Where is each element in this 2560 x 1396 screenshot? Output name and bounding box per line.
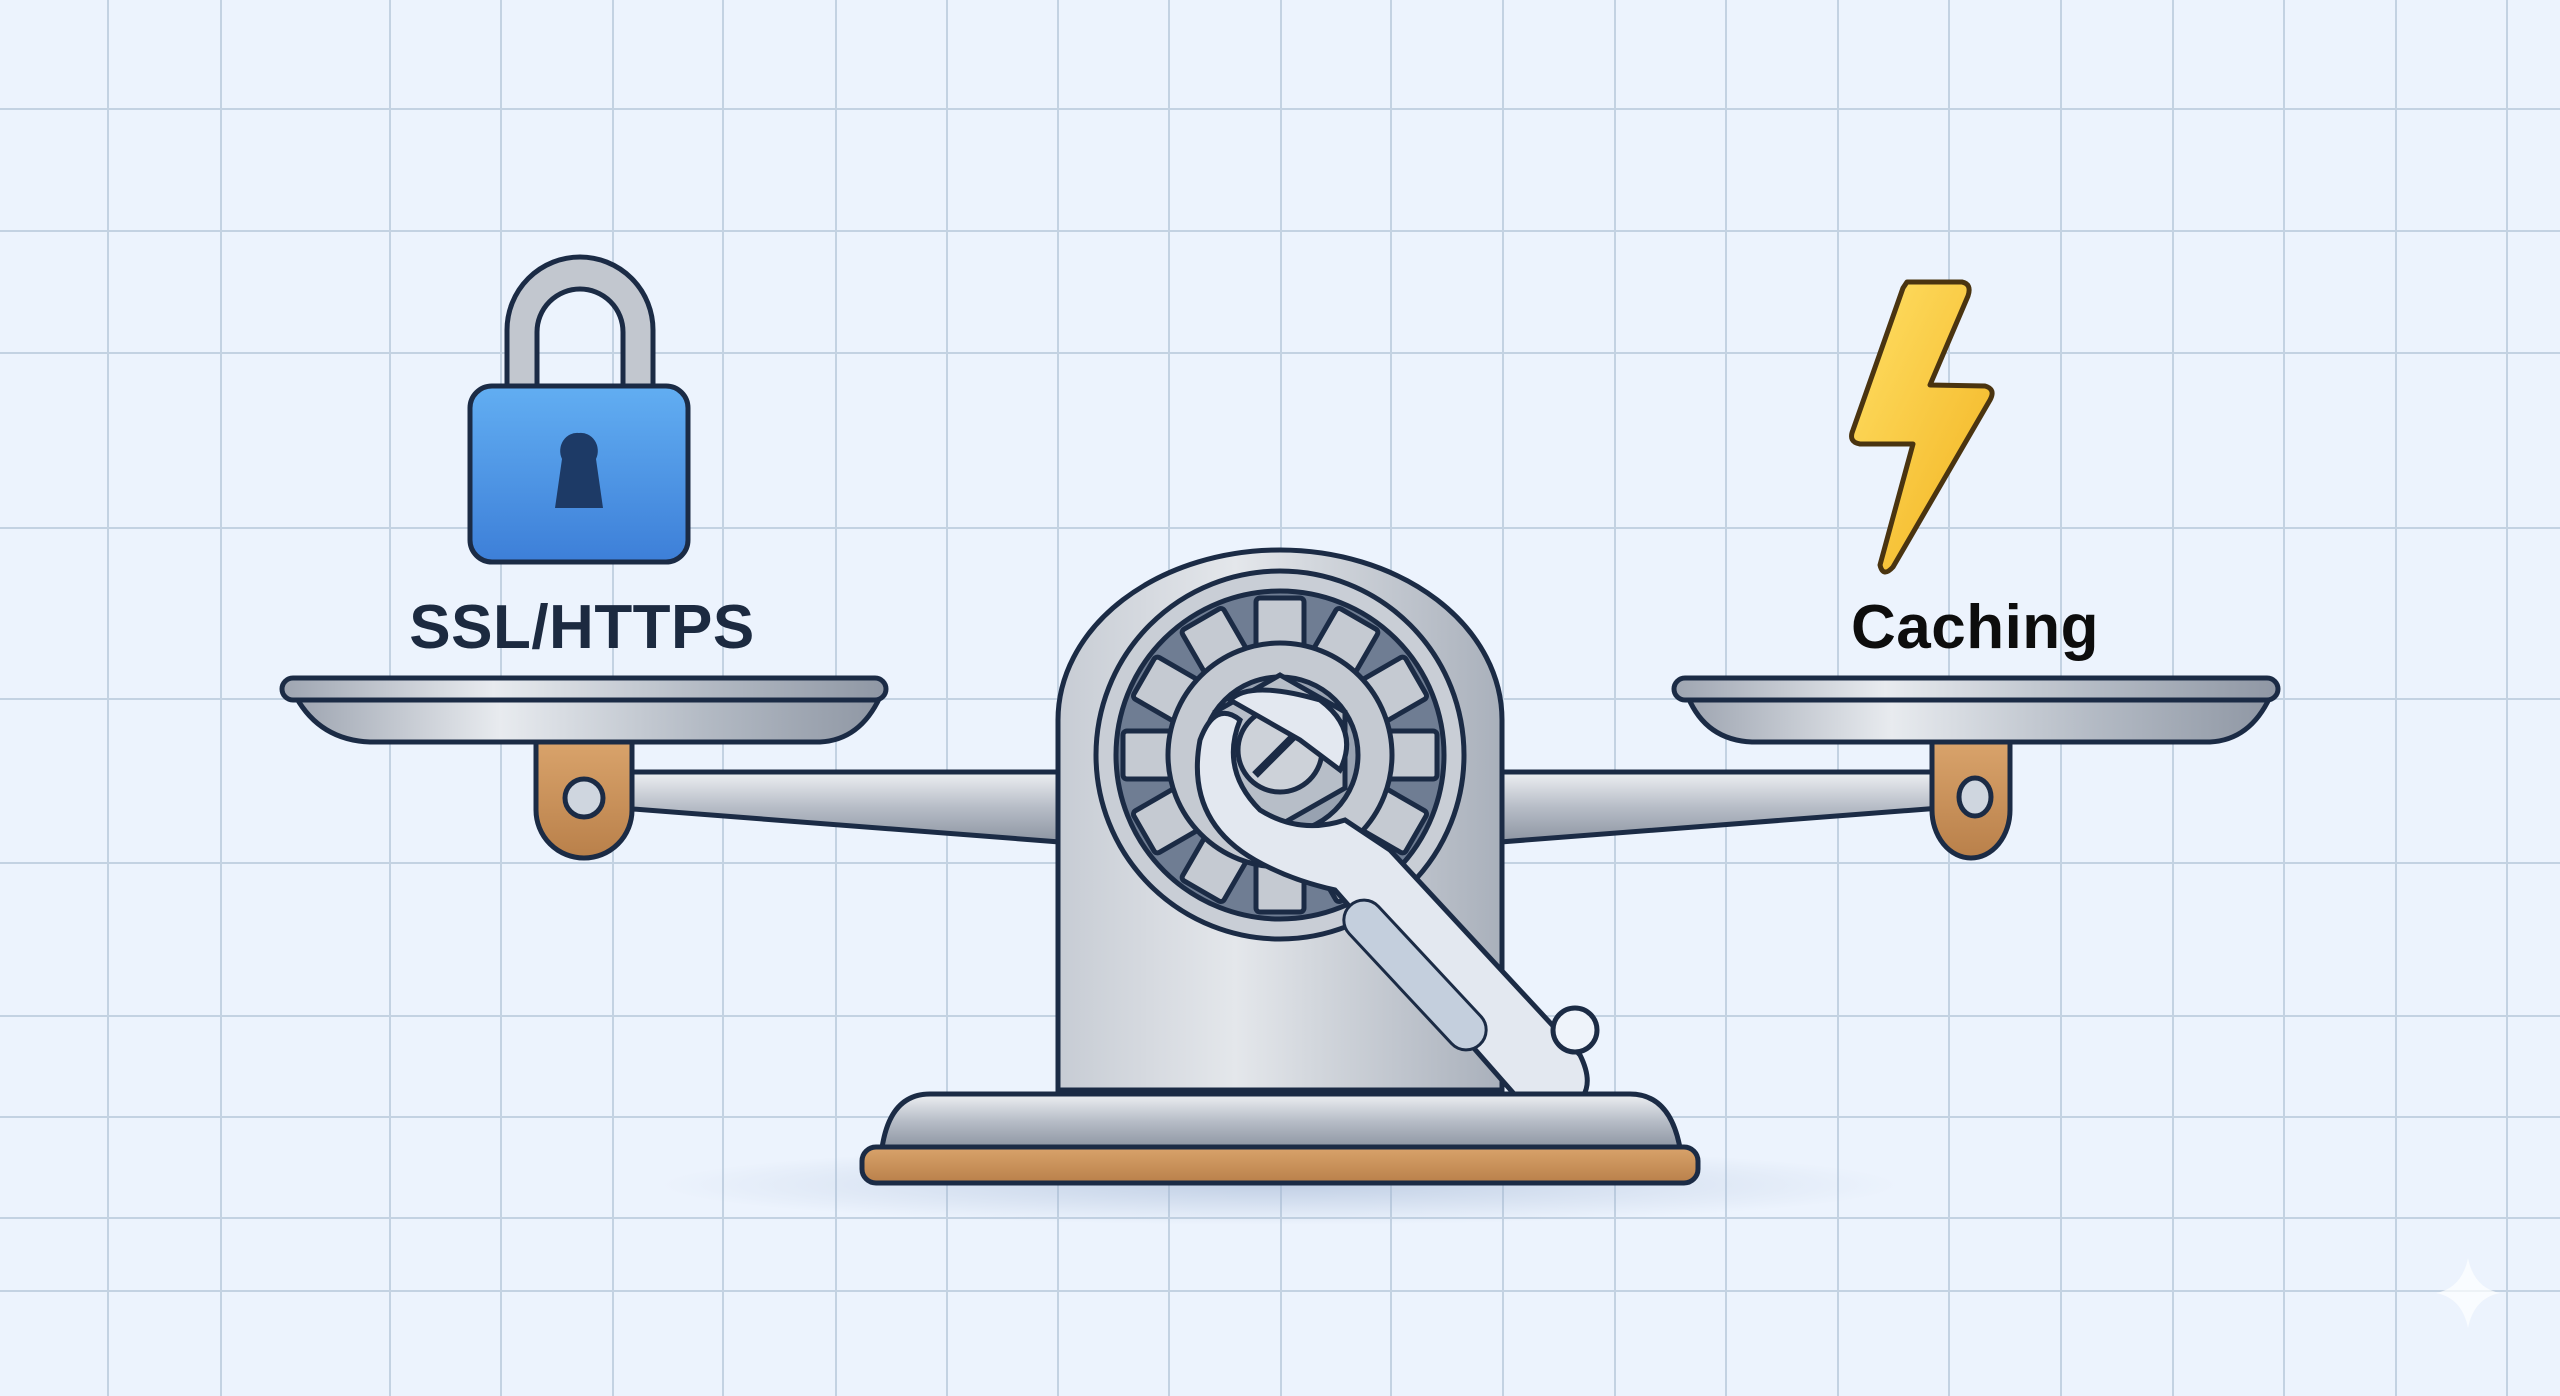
keyhole-icon	[555, 432, 603, 508]
grid-line-horizontal	[0, 352, 2560, 354]
padlock-icon	[467, 254, 691, 565]
ssl-https-label: SSL/HTTPS	[409, 593, 755, 662]
grid-line-horizontal	[0, 1290, 2560, 1292]
grid-line-horizontal	[0, 230, 2560, 232]
wrench-icon	[1194, 687, 1600, 1116]
sparkle-icon	[2436, 1258, 2500, 1328]
lightning-bolt-icon	[1849, 279, 1995, 575]
scale-base	[859, 1091, 1701, 1186]
grid-line-horizontal	[0, 108, 2560, 110]
right-pan	[1671, 675, 2281, 861]
grid-line-horizontal	[0, 527, 2560, 529]
caching-label: Caching	[1850, 593, 2100, 662]
left-pan	[279, 675, 889, 861]
